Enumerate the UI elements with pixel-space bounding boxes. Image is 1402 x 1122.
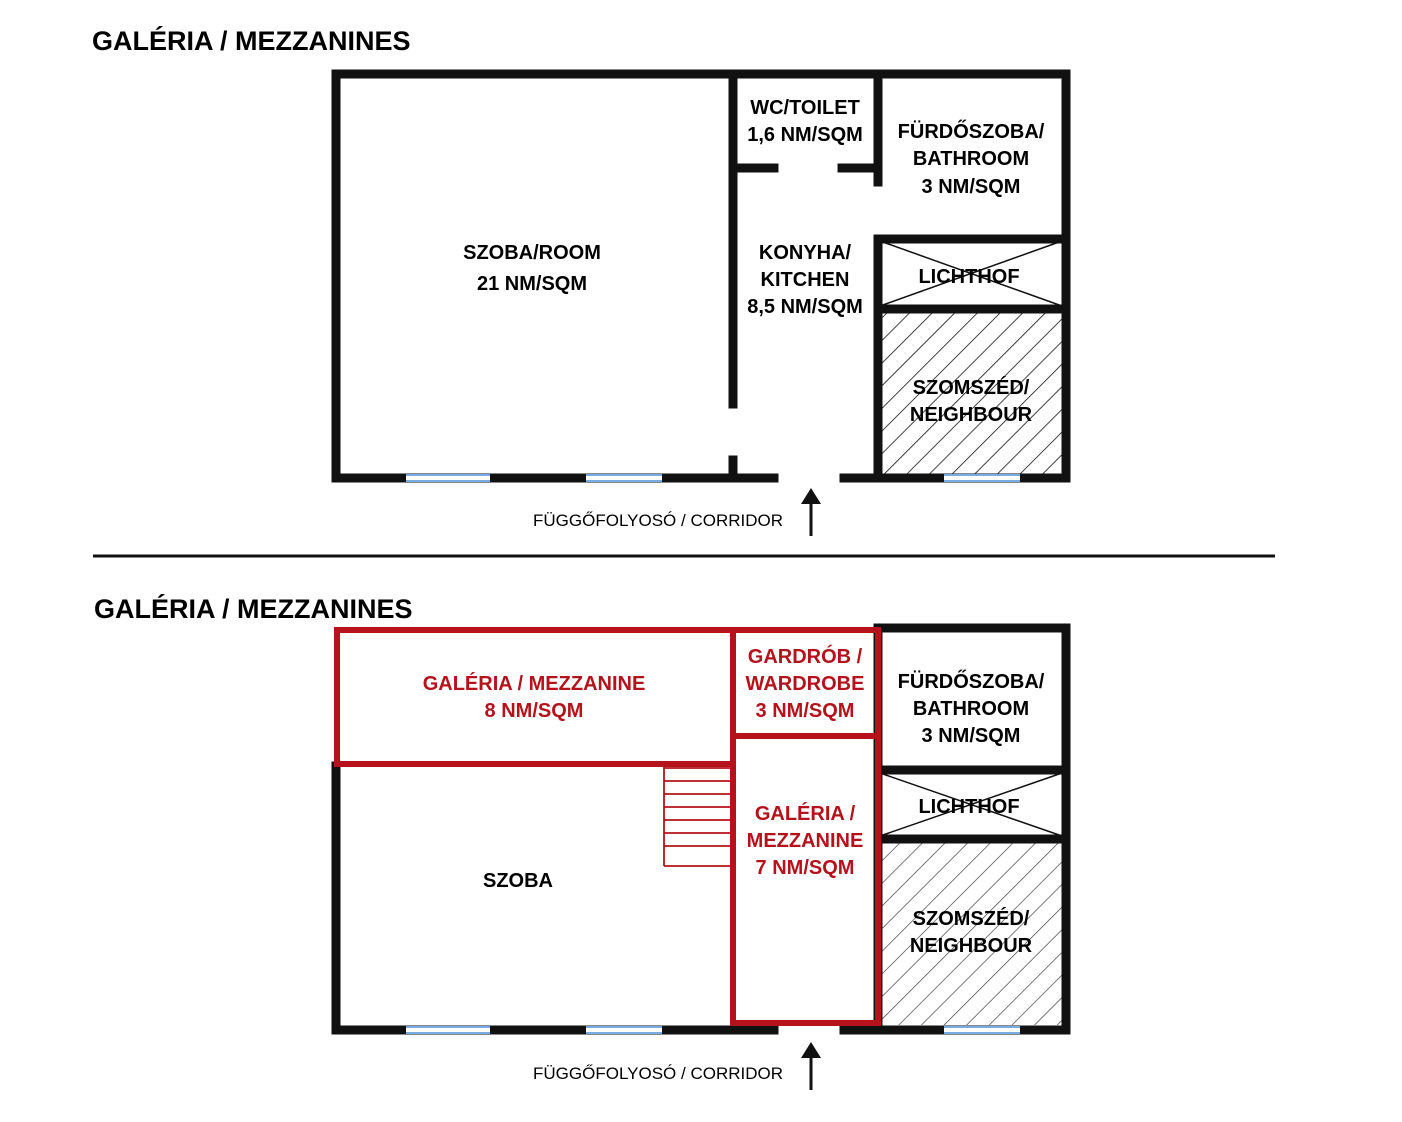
neighbour-label-2: NEIGHBOUR: [910, 935, 1033, 957]
plan-top: GALÉRIA / MEZZANINES: [92, 25, 1071, 536]
neighbour-hatch: [880, 841, 1062, 1025]
lichthof-cross: [879, 240, 1063, 307]
bathroom-area: 3 NM/SQM: [922, 176, 1021, 198]
bathroom-label: FÜRDŐSZOBA/: [898, 120, 1045, 143]
mezzanine-center-label: GALÉRIA /: [755, 802, 856, 825]
mezzanine-left-outline: [334, 627, 736, 767]
window: [944, 1026, 1020, 1034]
corridor-label: FÜGGŐFOLYOSÓ / CORRIDOR: [533, 511, 783, 530]
lichthof-label: LICHTHOF: [918, 266, 1019, 288]
bathroom-label-2: BATHROOM: [913, 148, 1029, 170]
mezzanine-outlines: [334, 627, 881, 1026]
room-area: 21 NM/SQM: [477, 273, 587, 295]
bathroom-label: FÜRDŐSZOBA/: [898, 670, 1045, 693]
window: [406, 474, 490, 482]
bathroom-area: 3 NM/SQM: [922, 725, 1021, 747]
plan-top-windows: [406, 474, 1020, 482]
neighbour-label: SZOMSZÉD/: [913, 907, 1030, 930]
lichthof-label: LICHTHOF: [918, 796, 1019, 818]
window: [944, 474, 1020, 482]
entrance-arrow-icon: [801, 1042, 821, 1090]
plan-top-title: GALÉRIA / MEZZANINES: [92, 25, 411, 56]
plan-bottom: GALÉRIA / MEZZANINES: [94, 593, 1071, 1090]
toilet-label: WC/TOILET: [750, 97, 860, 119]
mezzanine-center-area: 7 NM/SQM: [756, 857, 855, 879]
kitchen-area: 8,5 NM/SQM: [747, 296, 863, 318]
neighbour-hatch: [878, 311, 1064, 475]
wardrobe-area: 3 NM/SQM: [756, 700, 855, 722]
toilet-area: 1,6 NM/SQM: [747, 124, 863, 146]
neighbour-label-2: NEIGHBOUR: [910, 404, 1033, 426]
neighbour-label: SZOMSZÉD/: [913, 376, 1030, 399]
kitchen-label-2: KITCHEN: [761, 269, 850, 291]
entrance-arrow-icon: [801, 488, 821, 536]
lichthof-cross: [879, 772, 1063, 837]
room-label: SZOBA: [483, 870, 553, 892]
staircase: [663, 764, 731, 867]
bathroom-label-2: BATHROOM: [913, 698, 1029, 720]
mezzanine-center-label-2: MEZZANINE: [747, 830, 864, 852]
room-label: SZOBA/ROOM: [463, 242, 601, 264]
plan-bottom-windows: [406, 1026, 1020, 1034]
mezzanine-left-area: 8 NM/SQM: [485, 700, 584, 722]
kitchen-label: KONYHA/: [759, 242, 852, 264]
plan-top-walls: [331, 69, 1071, 483]
corridor-label: FÜGGŐFOLYOSÓ / CORRIDOR: [533, 1064, 783, 1083]
window: [406, 1026, 490, 1034]
plan-bottom-title: GALÉRIA / MEZZANINES: [94, 593, 413, 624]
window: [586, 1026, 662, 1034]
mezzanine-left-label: GALÉRIA / MEZZANINE: [423, 672, 646, 695]
wardrobe-label-2: WARDROBE: [746, 673, 865, 695]
window: [586, 474, 662, 482]
wardrobe-label: GARDRÓB /: [748, 644, 863, 668]
